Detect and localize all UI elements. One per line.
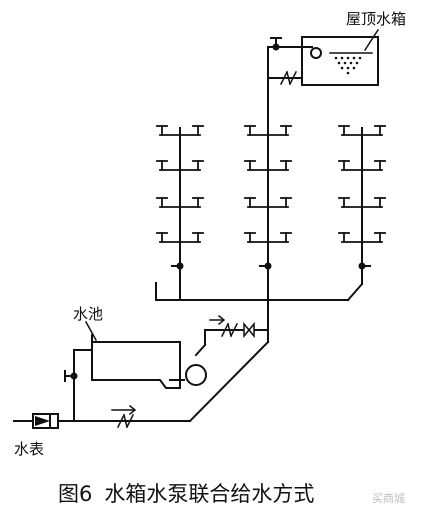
pool-inlet-valve: [64, 370, 78, 382]
pool-inlet: [64, 349, 93, 422]
branches-right: [338, 125, 386, 243]
riser-left: [171, 127, 184, 301]
supply-flow-arrow: [111, 404, 137, 416]
branch-floor-4-middle: [244, 125, 292, 136]
pool: [84, 320, 185, 389]
float-ball: [310, 47, 322, 59]
tank-outlet: [267, 70, 303, 86]
branch-floor-1-left: [156, 232, 204, 243]
branches-left: [156, 125, 204, 243]
riser-right: [358, 127, 371, 285]
tank-inlet: [267, 37, 322, 79]
roof-tank-body: [301, 36, 379, 86]
discharge-flow-arrow: [209, 314, 226, 326]
roof-tank-leader: [363, 28, 380, 52]
riser-middle: [259, 127, 272, 301]
discharge-check-valve: [220, 322, 239, 338]
distribution-header: [155, 282, 364, 302]
supply-main: [13, 404, 191, 429]
branch-floor-1-middle: [244, 232, 292, 243]
branches-middle: [244, 125, 292, 243]
roof-tank-water-dots: [334, 56, 362, 75]
branch-floor-1-right: [338, 232, 386, 243]
roof-tank-label: 屋顶水箱: [346, 10, 407, 28]
branch-floor-2-right: [338, 197, 386, 208]
pool-label: 水池: [73, 305, 104, 323]
watermark: 买商城: [372, 492, 405, 505]
outlet-check-valve: [279, 70, 298, 86]
branch-floor-4-left: [156, 125, 204, 136]
supply-check-valve: [116, 413, 135, 429]
pump-discharge: [194, 314, 269, 357]
pool-leader: [84, 320, 98, 342]
water-meter-label: 水表: [14, 440, 45, 458]
pump: [185, 364, 207, 386]
branch-floor-3-middle: [244, 160, 292, 171]
branch-floor-2-middle: [244, 197, 292, 208]
bypass-line: [188, 329, 270, 423]
figure-title: 水箱水泵联合给水方式: [104, 482, 315, 506]
roof-tank: [301, 28, 380, 86]
branch-floor-4-right: [338, 125, 386, 136]
discharge-gate-valve: [243, 321, 255, 339]
branch-floor-3-right: [338, 160, 386, 171]
figure-number: 图6: [58, 482, 93, 506]
branch-floor-2-left: [156, 197, 204, 208]
inlet-gate-valve: [270, 37, 282, 51]
branch-floor-3-left: [156, 160, 204, 171]
water-meter: [32, 413, 59, 429]
figure-caption: 图6 水箱水泵联合给水方式: [58, 478, 314, 508]
